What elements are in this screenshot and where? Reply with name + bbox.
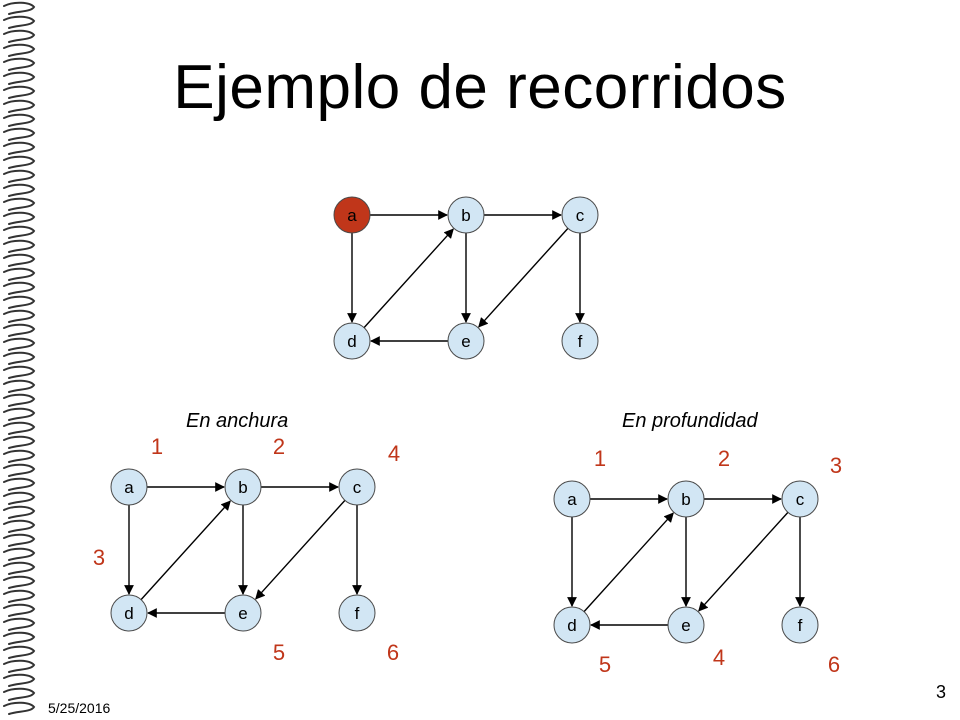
bfs-order-f: 6 — [387, 640, 399, 665]
node-f — [338, 594, 376, 632]
dfs-order-a: 1 — [594, 446, 606, 471]
bfs-order-a: 1 — [151, 434, 163, 459]
edge-c-e — [698, 511, 789, 612]
node-d-label: d — [347, 332, 356, 351]
node-b-label: b — [461, 206, 470, 225]
edge-d-b — [583, 512, 674, 613]
page-number: 3 — [936, 682, 947, 702]
node-e — [667, 606, 705, 644]
node-d-label: d — [567, 616, 576, 635]
node-d-label: d — [124, 604, 133, 623]
bfs-order-c: 4 — [388, 441, 400, 466]
node-f — [781, 606, 819, 644]
node-c — [561, 196, 599, 234]
node-c-label: c — [353, 478, 362, 497]
node-c — [781, 480, 819, 518]
node-b — [224, 468, 262, 506]
node-b-label: b — [681, 490, 690, 509]
node-f — [561, 322, 599, 360]
node-b — [667, 480, 705, 518]
node-b — [447, 196, 485, 234]
node-a — [110, 468, 148, 506]
node-a-label: a — [347, 206, 357, 225]
node-d — [110, 594, 148, 632]
edge-c-e — [478, 227, 569, 328]
dfs-graph: a b c d e f 1 2 3 4 5 6 — [553, 446, 842, 677]
node-b-label: b — [238, 478, 247, 497]
node-d — [333, 322, 371, 360]
node-c-label: c — [576, 206, 585, 225]
node-d — [553, 606, 591, 644]
node-e-label: e — [238, 604, 247, 623]
slide-title: Ejemplo de recorridos — [173, 53, 787, 122]
dfs-order-b: 2 — [718, 446, 730, 471]
edge-d-b — [363, 228, 454, 329]
node-c-label: c — [796, 490, 805, 509]
dfs-caption: En profundidad — [622, 410, 758, 432]
footer-date: 5/25/2016 — [48, 700, 111, 716]
node-c — [338, 468, 376, 506]
node-f-label: f — [355, 604, 360, 623]
node-a — [553, 480, 591, 518]
bfs-order-e: 5 — [273, 640, 285, 665]
node-a-label: a — [567, 490, 577, 509]
node-e-label: e — [681, 616, 690, 635]
bfs-order-b: 2 — [273, 434, 285, 459]
node-e — [447, 322, 485, 360]
dfs-order-d: 5 — [599, 652, 611, 677]
node-e — [224, 594, 262, 632]
bfs-order-d: 3 — [93, 545, 105, 570]
dfs-order-c: 3 — [830, 453, 842, 478]
node-a — [333, 196, 371, 234]
edge-c-e — [255, 499, 346, 600]
spiral-binding — [3, 1, 36, 715]
node-a-label: a — [124, 478, 134, 497]
node-f-label: f — [578, 332, 583, 351]
bfs-graph: a b c d e f 1 2 3 4 5 6 — [93, 434, 400, 665]
dfs-order-e: 4 — [713, 645, 725, 670]
example-graph: a b c d e f — [333, 196, 599, 360]
edge-d-b — [140, 500, 231, 601]
node-f-label: f — [798, 616, 803, 635]
node-e-label: e — [461, 332, 470, 351]
bfs-caption: En anchura — [186, 410, 289, 432]
dfs-order-f: 6 — [828, 652, 840, 677]
